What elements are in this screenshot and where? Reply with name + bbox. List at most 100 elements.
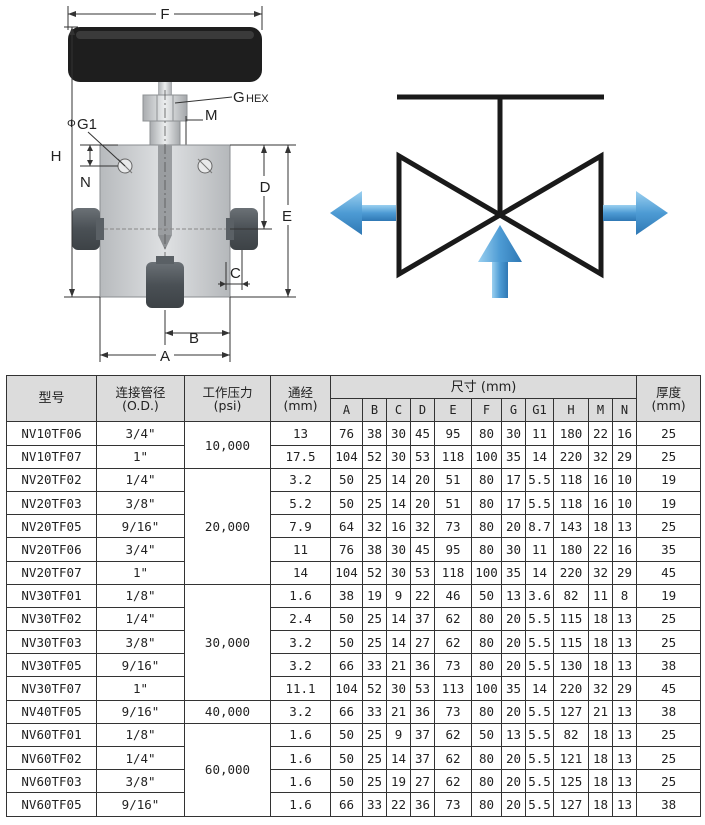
dim-G-label: G (233, 89, 245, 106)
cell-dim-C: 14 (386, 467, 411, 492)
cell-dim-C: 14 (386, 606, 411, 632)
cell-dim-C: 14 (386, 745, 411, 771)
cell-dim-G: 13 (501, 583, 526, 608)
cell-dim-E: 113 (434, 676, 472, 701)
dim-G1-label: G1 (77, 116, 97, 133)
header-dim-G1: G1 (525, 398, 554, 423)
cell-dim-M: 22 (588, 421, 613, 446)
cell-dim-A: 50 (330, 630, 363, 655)
cell-orifice: 1.6 (270, 792, 331, 817)
cell-thickness: 25 (636, 514, 702, 539)
cell-dim-G: 20 (501, 630, 526, 655)
dim-H-label: H (51, 148, 62, 165)
cell-dim-G: 30 (501, 537, 526, 562)
header-model: 型号 (6, 374, 97, 423)
cell-thickness: 25 (636, 769, 702, 794)
cell-thickness: 19 (636, 467, 702, 492)
cell-dim-N: 29 (611, 676, 638, 701)
cell-orifice: 11.1 (270, 676, 331, 701)
cell-dim-M: 18 (588, 653, 613, 678)
header-dim-D: D (410, 398, 435, 423)
cell-dim-N: 10 (611, 467, 638, 492)
cell-dim-A: 76 (330, 537, 363, 562)
cell-dim-G: 20 (501, 514, 526, 539)
cell-dim-H: 118 (553, 467, 589, 492)
cell-dim-G: 13 (501, 722, 526, 748)
cell-od: 1" (96, 676, 185, 701)
cell-dim-G1: 5.5 (525, 467, 554, 492)
cell-dim-F: 80 (471, 630, 502, 655)
cell-dim-G1: 14 (525, 444, 554, 469)
cell-dim-A: 104 (330, 444, 363, 469)
cell-thickness: 25 (636, 606, 702, 632)
cell-dim-M: 18 (588, 745, 613, 771)
cell-dim-F: 80 (471, 769, 502, 794)
cell-orifice: 1.6 (270, 583, 331, 608)
cell-pressure: 30,000 (184, 583, 271, 701)
cell-model: NV20TF07 (6, 560, 97, 585)
cell-dim-F: 80 (471, 745, 502, 771)
cell-dim-A: 50 (330, 769, 363, 794)
header-dim-G: G (501, 398, 526, 423)
cell-od: 3/8" (96, 769, 185, 794)
cell-dim-E: 62 (434, 630, 472, 655)
cell-dim-G1: 8.7 (525, 514, 554, 539)
cell-dim-D: 45 (410, 537, 435, 562)
cell-thickness: 45 (636, 676, 702, 701)
cell-dim-G: 20 (501, 699, 526, 724)
cell-dim-N: 13 (611, 722, 638, 748)
valve-drawing: F G HEX M (47, 4, 668, 365)
cell-dim-E: 51 (434, 467, 472, 492)
cell-dim-N: 10 (611, 490, 638, 516)
cell-dim-F: 80 (471, 606, 502, 632)
cell-dim-N: 13 (611, 769, 638, 794)
cell-dim-M: 21 (588, 699, 613, 724)
cell-dim-G1: 5.5 (525, 792, 554, 817)
cell-dim-H: 180 (553, 421, 589, 446)
cell-dim-E: 62 (434, 745, 472, 771)
cell-dim-M: 32 (588, 676, 613, 701)
cell-dim-H: 180 (553, 537, 589, 562)
cell-dim-A: 50 (330, 606, 363, 632)
cell-dim-E: 62 (434, 769, 472, 794)
cell-dim-E: 73 (434, 699, 472, 724)
cell-orifice: 2.4 (270, 606, 331, 632)
cell-orifice: 11 (270, 537, 331, 562)
cell-orifice: 5.2 (270, 490, 331, 516)
cell-dim-G1: 5.5 (525, 606, 554, 632)
cell-orifice: 17.5 (270, 444, 331, 469)
cell-od: 3/4" (96, 421, 185, 446)
cell-dim-G: 17 (501, 467, 526, 492)
cell-dim-N: 29 (611, 444, 638, 469)
cell-dim-B: 25 (362, 490, 387, 516)
cell-thickness: 25 (636, 630, 702, 655)
cell-od: 9/16" (96, 514, 185, 539)
cell-dim-G1: 14 (525, 676, 554, 701)
cell-dim-M: 11 (588, 583, 613, 608)
header-dim-A: A (330, 398, 363, 423)
cell-dim-C: 16 (386, 514, 411, 539)
cell-model: NV30TF01 (6, 583, 97, 608)
cell-od: 3/8" (96, 630, 185, 655)
cell-dim-C: 19 (386, 769, 411, 794)
cell-dim-A: 50 (330, 722, 363, 748)
cell-dim-E: 95 (434, 537, 472, 562)
cell-dim-B: 25 (362, 745, 387, 771)
cell-od: 3/8" (96, 490, 185, 516)
header-thickness-unit: (mm) (651, 397, 686, 413)
header-od-unit: (O.D.) (122, 397, 159, 413)
cell-model: NV40TF05 (6, 699, 97, 724)
cell-orifice: 3.2 (270, 653, 331, 678)
cell-dim-G1: 11 (525, 421, 554, 446)
cell-dim-G1: 5.5 (525, 722, 554, 748)
